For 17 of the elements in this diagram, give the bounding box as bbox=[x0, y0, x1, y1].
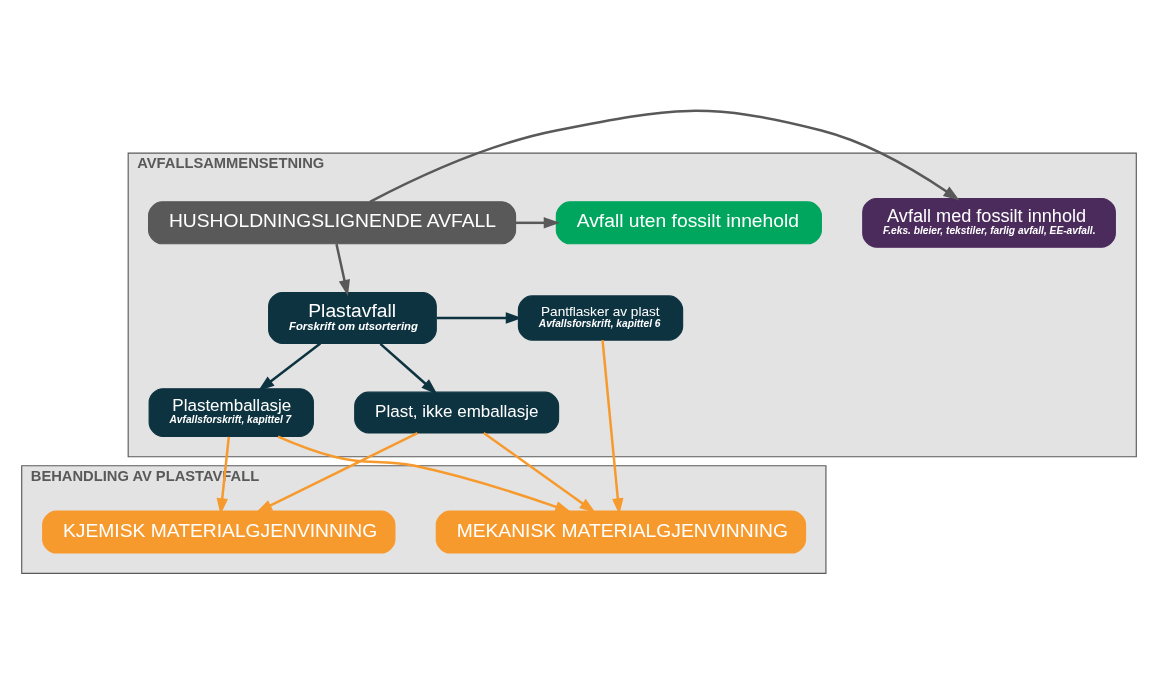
node-box: Avfall med fossilt innhold F.eks. bleier, tekstiler, farlig avfall, EE-avfall. bbox=[862, 197, 1116, 248]
arrow bbox=[483, 432, 596, 513]
node-box: Avfall uten fossilt innehold bbox=[555, 201, 822, 245]
node-box: Pantflasker av plast Avfallsforskrift, kapittel 6 bbox=[517, 295, 684, 341]
arrow bbox=[369, 109, 960, 203]
arrow bbox=[335, 243, 350, 297]
node-box: Plastemballasje Avfallsforskrift, kapittel 7 bbox=[148, 388, 314, 437]
node-box: HUSHOLDNINGSLIGNENDE AVFALL bbox=[148, 201, 517, 245]
node-box: Plast, ikke emballasje bbox=[354, 391, 560, 434]
node-box: Plastavfall Forskrift om utsortering bbox=[268, 291, 437, 345]
node-box: MEKANISK MATERIALGJENVINNING bbox=[435, 510, 807, 554]
arrow bbox=[515, 217, 561, 229]
arrow bbox=[277, 435, 572, 513]
node-box: KJEMISK MATERIALGJENVINNING bbox=[42, 510, 396, 554]
arrow bbox=[258, 342, 322, 391]
arrow bbox=[379, 342, 438, 395]
arrow bbox=[255, 431, 418, 513]
